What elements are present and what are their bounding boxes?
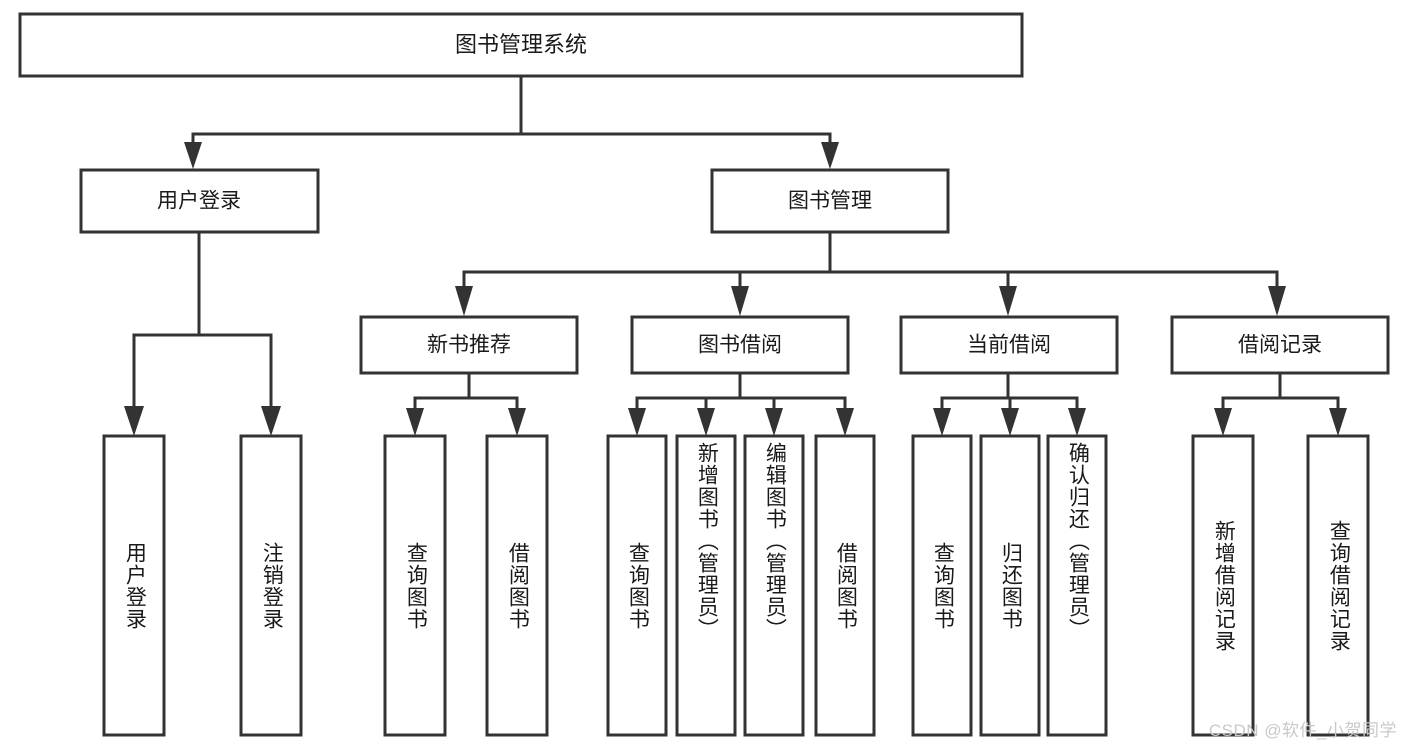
node-book-borrow[interactable]: 图书借阅 [630, 315, 850, 375]
arrow-head-new-book-recommend [455, 286, 473, 316]
node-leaf-add-record-box[interactable] [1191, 434, 1255, 737]
node-new-book-recommend-box[interactable] [359, 315, 579, 375]
leaf-node-group [102, 434, 1370, 737]
node-leaf-query-record-box[interactable] [1306, 434, 1370, 737]
arrow-head-book-management [821, 142, 839, 169]
node-user-login-label: 用户登录 [157, 190, 241, 213]
node-leaf-logout-box[interactable] [239, 434, 303, 737]
edge-group [124, 75, 1347, 436]
watermark-text: CSDN @软件_小贺同学 [1208, 721, 1397, 740]
arrow-head-book-borrow [731, 286, 749, 316]
node-user-login[interactable]: 用户登录 [79, 168, 320, 234]
arrow-head-leaf-query-book-1 [406, 408, 424, 436]
node-leaf-borrow-book-1-box[interactable] [485, 434, 549, 737]
arrow-head-leaf-add-record [1214, 408, 1232, 436]
node-book-management-label: 图书管理 [788, 190, 872, 213]
arrow-head-user-login [184, 142, 202, 169]
arrow-head-leaf-query-book-2 [628, 408, 646, 436]
arrow-head-leaf-borrow-book-2 [836, 408, 854, 436]
arrow-head-leaf-logout [261, 406, 281, 436]
arrow-head-leaf-borrow-book-1 [508, 408, 526, 436]
node-new-book-recommend-label: 新书推荐 [427, 334, 511, 357]
arrow-head-leaf-add-book [697, 408, 715, 436]
node-current-borrow[interactable]: 当前借阅 [899, 315, 1119, 375]
node-root-label: 图书管理系统 [455, 32, 587, 57]
node-user-login-box[interactable] [79, 168, 320, 234]
node-book-borrow-box[interactable] [630, 315, 850, 375]
node-borrow-record-label: 借阅记录 [1238, 334, 1322, 357]
node-leaf-query-book-2-box[interactable] [606, 434, 668, 737]
node-borrow-record[interactable]: 借阅记录 [1170, 315, 1390, 375]
node-leaf-confirm-return-box[interactable] [1046, 434, 1108, 737]
arrow-head-leaf-query-book-3 [933, 408, 951, 436]
node-current-borrow-label: 当前借阅 [967, 334, 1051, 357]
node-leaf-add-book-box[interactable] [675, 434, 737, 737]
node-leaf-return-book-box[interactable] [979, 434, 1041, 737]
node-leaf-query-book-1-box[interactable] [383, 434, 447, 737]
node-root[interactable]: 图书管理系统 [18, 12, 1024, 78]
node-root-box[interactable] [18, 12, 1024, 78]
arrow-head-leaf-query-record [1329, 408, 1347, 436]
arrow-head-leaf-user-login [124, 406, 144, 436]
node-leaf-query-book-3-box[interactable] [911, 434, 973, 737]
node-leaf-user-login-box[interactable] [102, 434, 166, 737]
arrow-head-leaf-confirm-return [1068, 408, 1086, 436]
arrow-head-current-borrow [999, 286, 1017, 316]
node-book-management[interactable]: 图书管理 [710, 168, 950, 234]
node-book-borrow-label: 图书借阅 [698, 334, 782, 357]
node-book-management-box[interactable] [710, 168, 950, 234]
node-new-book-recommend[interactable]: 新书推荐 [359, 315, 579, 375]
arrow-head-borrow-record [1268, 286, 1286, 316]
arrow-head-leaf-edit-book [765, 408, 783, 436]
arrow-head-leaf-return-book [1001, 408, 1019, 436]
node-leaf-edit-book-box[interactable] [743, 434, 805, 737]
node-leaf-borrow-book-2-box[interactable] [814, 434, 876, 737]
node-current-borrow-box[interactable] [899, 315, 1119, 375]
node-borrow-record-box[interactable] [1170, 315, 1390, 375]
